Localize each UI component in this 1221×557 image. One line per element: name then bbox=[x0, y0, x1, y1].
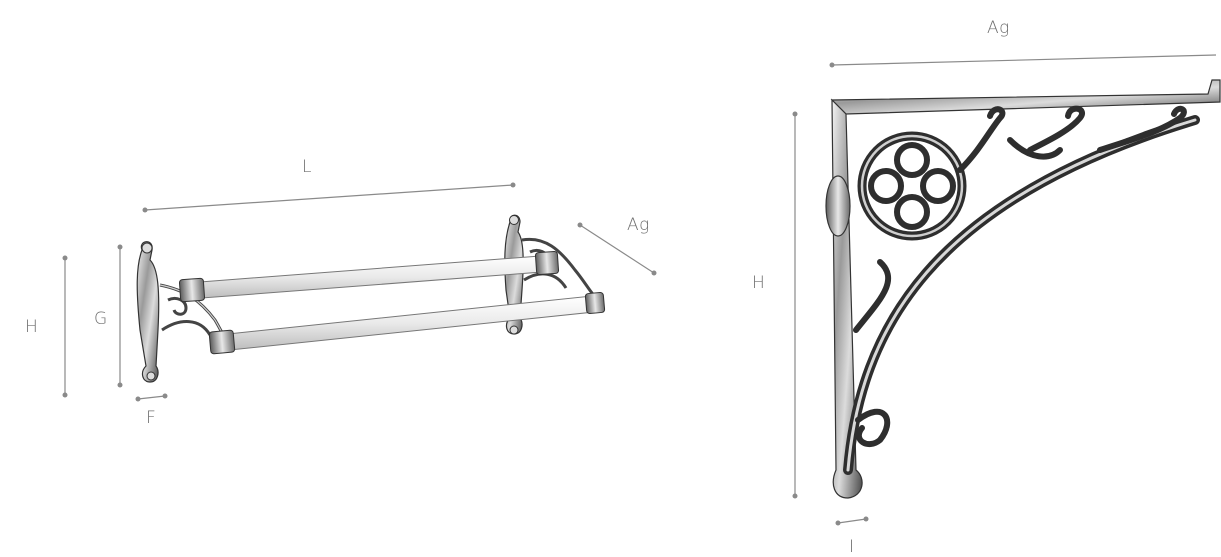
label-Ag-left: Ag bbox=[627, 215, 650, 235]
dim-line-Ag-right bbox=[831, 54, 1217, 66]
left-dimension-lines bbox=[62, 182, 657, 402]
lower-left-cap bbox=[208, 329, 236, 355]
right-dimension-lines bbox=[792, 54, 1217, 526]
towel-rail-illustration bbox=[136, 214, 606, 383]
label-L: L bbox=[302, 157, 312, 177]
bracket-mount-knob bbox=[825, 175, 851, 237]
bracket-top-arm bbox=[830, 79, 1221, 115]
left-wall-plate bbox=[136, 241, 160, 383]
label-H-right: H bbox=[752, 273, 766, 293]
upper-right-cap bbox=[534, 250, 560, 276]
label-G: G bbox=[94, 309, 108, 329]
label-F: F bbox=[146, 408, 157, 428]
label-Ag-right: Ag bbox=[987, 18, 1010, 38]
label-I: I bbox=[849, 537, 855, 557]
quatrefoil bbox=[868, 142, 956, 230]
lower-right-cap bbox=[584, 292, 606, 314]
dim-line-F bbox=[137, 395, 166, 400]
bracket-scrollwork bbox=[957, 105, 1187, 173]
dim-line-L bbox=[144, 184, 514, 211]
dim-line-Ag-left bbox=[579, 224, 655, 274]
upper-left-cap bbox=[178, 277, 206, 303]
bracket-lower-scroll bbox=[853, 259, 892, 448]
lower-rail-tube bbox=[227, 295, 595, 351]
upper-rail-tube bbox=[199, 255, 543, 299]
dim-line-I bbox=[837, 518, 867, 524]
shelf-bracket-illustration bbox=[825, 79, 1221, 499]
label-H-left: H bbox=[25, 317, 39, 337]
